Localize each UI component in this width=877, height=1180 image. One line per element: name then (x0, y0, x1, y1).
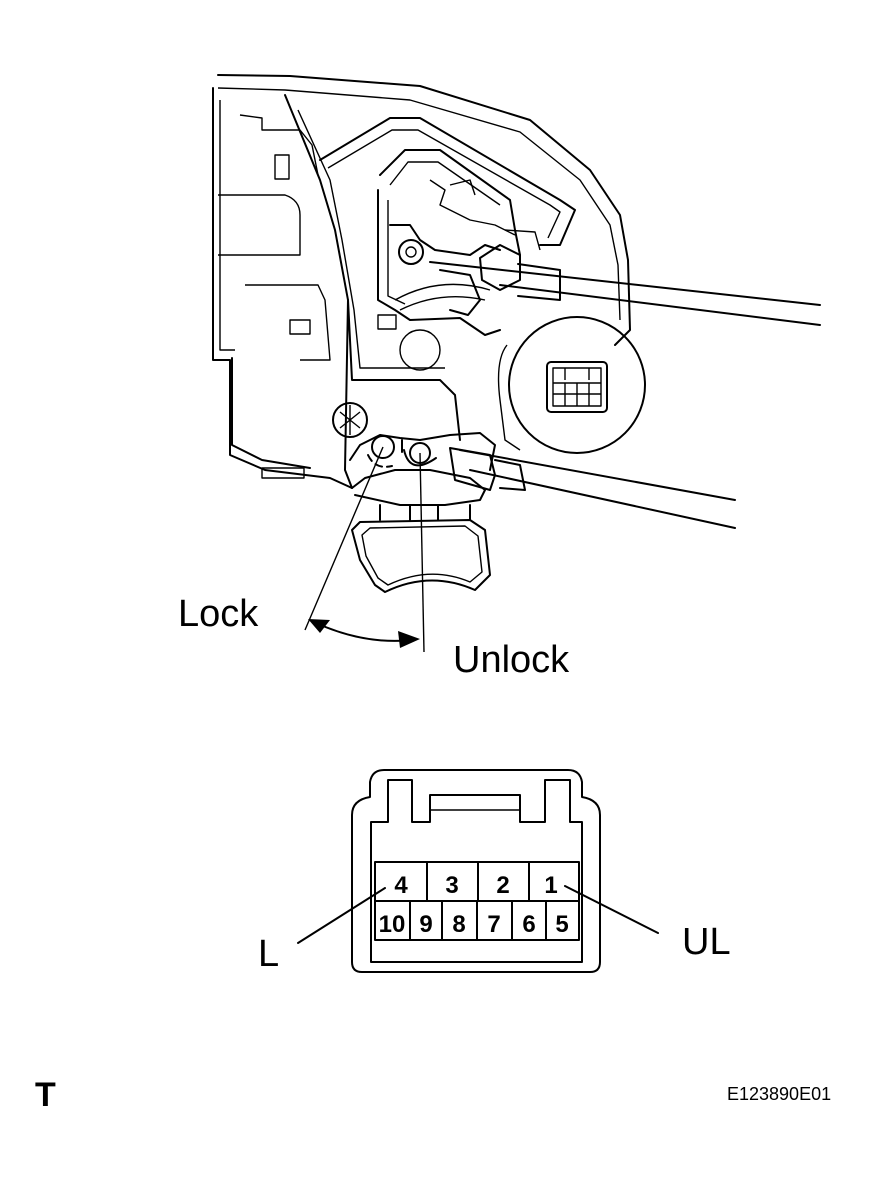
connector-label-l: L (258, 933, 279, 975)
pin-8: 8 (452, 911, 465, 938)
pin-2: 2 (496, 872, 509, 899)
arrow-head-unlock (398, 631, 420, 648)
lock-label: Lock (178, 593, 259, 635)
pin-1: 1 (544, 872, 557, 899)
arrow-head-lock (308, 619, 330, 633)
unlock-label: Unlock (453, 639, 570, 681)
lock-swing-indicator (304, 446, 425, 653)
connector-face: 4 3 2 1 10 9 8 7 6 5 (297, 769, 659, 973)
leader-ul (564, 885, 659, 934)
pin-6: 6 (522, 911, 535, 938)
door-lock-actuator (212, 74, 821, 593)
leader-l (297, 887, 386, 944)
footer-mark: T (35, 1076, 56, 1114)
figure-code: E123890E01 (727, 1084, 831, 1104)
pin-9: 9 (419, 911, 432, 938)
pin-3: 3 (445, 872, 458, 899)
pin-4: 4 (394, 872, 408, 899)
pin-7: 7 (487, 911, 500, 938)
connector-label-ul: UL (682, 921, 731, 963)
pin-5: 5 (555, 911, 568, 938)
pin-10: 10 (379, 911, 406, 938)
